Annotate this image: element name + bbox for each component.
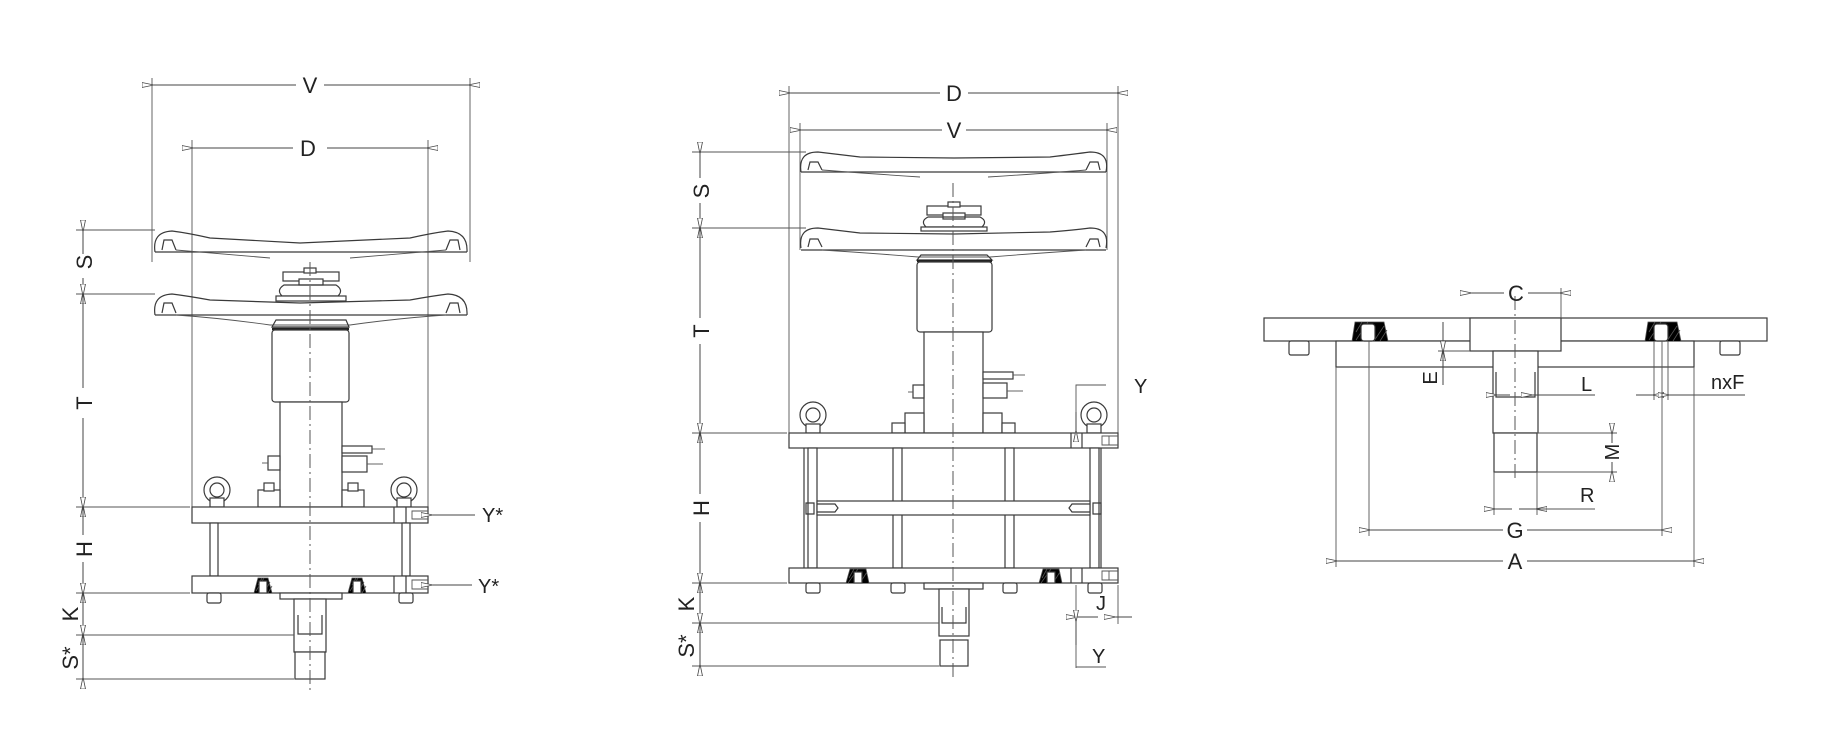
svg-text:Y: Y: [1092, 646, 1105, 668]
eyebolt-left: [799, 401, 827, 434]
lug-offset-top: Y: [1076, 376, 1147, 430]
label-K: K: [674, 596, 699, 611]
vertical-dimensions-middle: S T H K S*: [674, 152, 939, 666]
dimension-C: C: [1472, 281, 1561, 318]
svg-text:nxF: nxF: [1711, 372, 1744, 394]
svg-text:C: C: [1508, 281, 1524, 306]
actuator-body: [891, 254, 1025, 434]
threaded-insert-left: [253, 577, 273, 594]
bolt-hole-left: [1351, 321, 1389, 342]
threaded-insert-left: [845, 568, 870, 584]
svg-text:M: M: [1602, 444, 1624, 461]
label-H: H: [689, 500, 714, 516]
middle-view: D V: [674, 81, 1147, 680]
label-K: K: [58, 606, 83, 621]
svg-text:Y: Y: [1134, 376, 1147, 398]
svg-text:R: R: [1580, 485, 1594, 507]
dimension-V: V: [152, 73, 470, 262]
svg-text:G: G: [1506, 518, 1523, 543]
vertical-dimensions-left: S T H K S*: [58, 230, 294, 679]
dimension-G: G: [1369, 341, 1662, 543]
svg-text:E: E: [1420, 371, 1442, 384]
bolt-head-left: [1288, 340, 1310, 356]
handwheel-raised: [800, 151, 1108, 178]
actuator-body: [257, 319, 385, 508]
dimension-L: L: [1498, 374, 1595, 396]
svg-text:Y*: Y*: [482, 505, 503, 527]
dimension-nxF: nxF: [1636, 341, 1745, 400]
svg-text:A: A: [1508, 549, 1523, 574]
lug-offset-bottom: Y: [1076, 622, 1106, 668]
bolt-hole-right: [1644, 321, 1682, 342]
svg-text:J: J: [1096, 593, 1106, 615]
handwheel-raised: [154, 230, 468, 259]
bolt-head-right: [1719, 340, 1741, 356]
right-view: C E L nxF M: [1263, 281, 1768, 574]
svg-text:Y*: Y*: [478, 576, 499, 598]
threaded-insert-right: [1038, 568, 1063, 584]
label-H: H: [72, 541, 97, 557]
label-D: D: [946, 81, 962, 106]
handwheel: [154, 267, 468, 326]
dimension-D: D: [192, 136, 428, 507]
dimension-E: E: [1420, 322, 1470, 385]
svg-text:L: L: [1581, 374, 1592, 396]
label-S-star: S*: [674, 634, 699, 658]
label-S: S: [72, 255, 97, 270]
left-view: V D: [58, 73, 503, 690]
label-T: T: [689, 324, 714, 337]
label-D: D: [300, 136, 316, 161]
dimension-M: M: [1537, 433, 1624, 472]
threaded-insert-right: [347, 577, 367, 594]
dimension-V: V: [800, 118, 1107, 250]
eyebolt-right: [390, 476, 418, 508]
dimension-A: A: [1336, 367, 1694, 574]
label-S-star: S*: [58, 646, 83, 670]
dimension-D: D: [789, 81, 1118, 433]
eyebolt-left: [203, 476, 231, 508]
lug-callout-bottom: Y*: [433, 576, 499, 598]
lug-callout-top: Y*: [433, 505, 503, 527]
dimension-R: R: [1494, 472, 1595, 515]
label-S: S: [689, 184, 714, 199]
label-V: V: [947, 118, 962, 143]
handwheel: [800, 201, 1108, 258]
label-V: V: [303, 73, 318, 98]
label-T: T: [72, 396, 97, 409]
eyebolt-right: [1080, 401, 1108, 434]
